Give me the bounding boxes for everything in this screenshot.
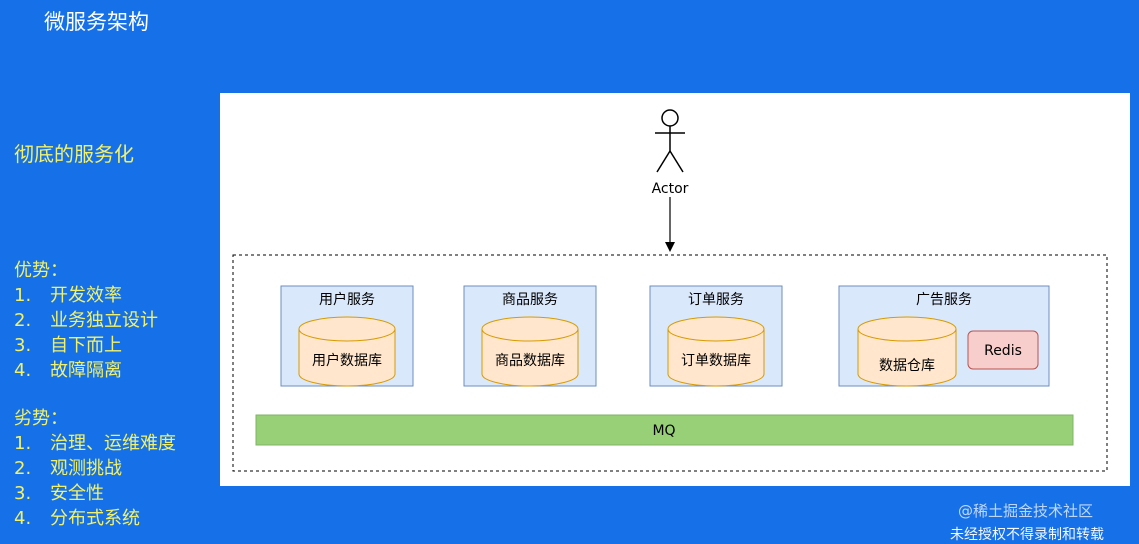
list-item-number: 2. (14, 310, 32, 331)
service-box-product: 商品服务 商品数据库 (463, 285, 597, 387)
diagram-canvas: Actor 用户服务 用户数据库 商品服务 商品数据库 (232, 109, 1108, 472)
slide-subtitle: 彻底的服务化 (14, 142, 134, 166)
list-item: 1. 治理、运维难度 (14, 431, 176, 456)
list-item: 2. 观测挑战 (14, 456, 176, 481)
footer-watermark: @稀土掘金技术社区 (958, 502, 1094, 520)
database-label: 用户数据库 (312, 352, 382, 369)
actor-label: Actor (652, 181, 689, 197)
database-cylinder (667, 316, 765, 387)
architecture-diagram: Actor 用户服务 用户数据库 商品服务 商品数据库 (220, 93, 1130, 486)
list-item-text: 开发效率 (50, 285, 122, 306)
list-item-number: 3. (14, 335, 32, 356)
system-boundary (232, 254, 1108, 472)
service-box-ads: 广告服务 数据仓库 Redis (838, 285, 1050, 387)
actor-head (661, 109, 679, 127)
cons-heading: 劣势： (14, 408, 68, 429)
list-item-text: 故障隔离 (50, 360, 122, 381)
list-item: 3. 自下而上 (14, 333, 158, 358)
mq-label: MQ (652, 423, 675, 439)
list-item-number: 4. (14, 360, 32, 381)
mq-bar (255, 414, 1074, 446)
list-item: 4. 分布式系统 (14, 506, 176, 531)
list-item-text: 业务独立设计 (50, 310, 158, 331)
database-cylinder (481, 316, 579, 387)
list-item-text: 治理、运维难度 (50, 433, 176, 454)
list-item: 1. 开发效率 (14, 283, 158, 308)
list-item-text: 安全性 (50, 483, 104, 504)
list-item-text: 观测挑战 (50, 458, 122, 479)
list-item: 4. 故障隔离 (14, 358, 158, 383)
database-label: 订单数据库 (681, 353, 751, 369)
list-item: 3. 安全性 (14, 481, 176, 506)
cons-list: 劣势： 1. 治理、运维难度 2. 观测挑战 3. 安全性 4. 分布式系统 (14, 406, 176, 531)
list-item: 2. 业务独立设计 (14, 308, 158, 333)
list-item-text: 分布式系统 (50, 508, 140, 529)
redis-cache-box (967, 330, 1039, 370)
list-item-number: 1. (14, 433, 32, 454)
database-cylinder (857, 316, 957, 387)
service-name: 广告服务 (916, 292, 972, 308)
database-label: 商品数据库 (495, 353, 565, 369)
service-name: 商品服务 (502, 292, 558, 308)
database-cylinder (298, 316, 396, 387)
list-item-number: 4. (14, 508, 32, 529)
footer-note: 未经授权不得录制和转载 (950, 527, 1104, 543)
list-item-number: 2. (14, 458, 32, 479)
slide-title: 微服务架构 (44, 10, 149, 34)
actor-left-leg (656, 150, 671, 173)
list-item-number: 1. (14, 285, 32, 306)
redis-label: Redis (984, 343, 1022, 359)
list-item-number: 3. (14, 483, 32, 504)
pros-heading: 优势： (14, 260, 68, 281)
service-box-order: 订单服务 订单数据库 (649, 285, 783, 387)
pros-list: 优势： 1. 开发效率 2. 业务独立设计 3. 自下而上 4. 故障隔离 (14, 258, 158, 383)
service-box-user: 用户服务 用户数据库 (280, 285, 414, 387)
actor-figure (655, 109, 685, 173)
service-name: 用户服务 (319, 291, 375, 308)
actor-right-leg (669, 150, 684, 173)
service-name: 订单服务 (688, 292, 744, 308)
list-item-text: 自下而上 (50, 335, 122, 356)
database-label: 数据仓库 (879, 358, 935, 374)
